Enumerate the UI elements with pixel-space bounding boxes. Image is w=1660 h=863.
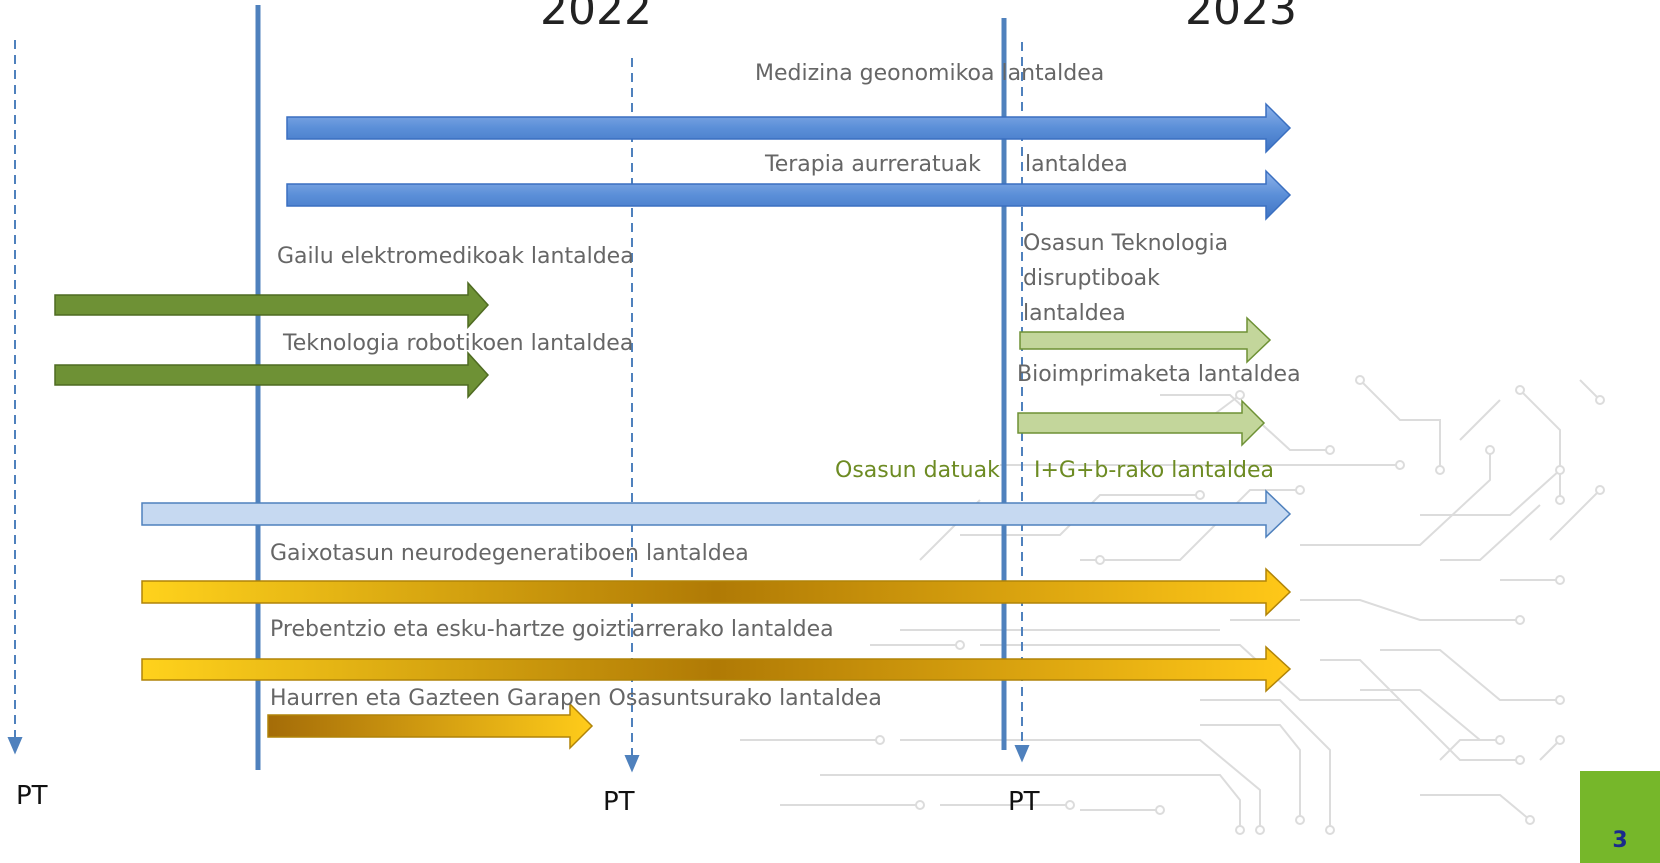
arrows (54, 102, 1292, 750)
medizina-arrow (286, 102, 1292, 154)
year-2022-label: 2022 (540, 0, 652, 35)
pt-label-3: PT (1008, 787, 1040, 817)
circuit-nodes (875, 375, 1605, 835)
gailu-arrow (54, 281, 490, 329)
prebentzio-arrow (141, 645, 1292, 693)
prebentzio-label: Prebentzio eta esku-hartze goiztiarrerak… (270, 617, 834, 642)
terapia-label-a: Terapia aurreratuak (765, 152, 981, 177)
neurodegeneratibo-label: Gaixotasun neurodegeneratiboen lantaldea (270, 541, 749, 566)
bioimprimaketa-label: Bioimprimaketa lantaldea (1017, 362, 1301, 387)
osasun-teknologia-label: Osasun Teknologia disruptiboak lantaldea (1023, 231, 1229, 326)
gailu-label: Gailu elektromedikoak lantaldea (277, 244, 634, 269)
terapia-label-b: lantaldea (1025, 152, 1128, 177)
pt-label-1: PT (16, 781, 48, 811)
haurren-arrow (267, 702, 594, 750)
medizina-label: Medizina geonomikoa lantaldea (755, 61, 1105, 86)
osasun-teknologia-arrow (1019, 316, 1272, 364)
teknologia-robotiko-label: Teknologia robotikoen lantaldea (283, 331, 634, 356)
neurodegeneratibo-arrow (141, 567, 1292, 617)
page-number: 3 (1612, 828, 1628, 853)
osasun-datuak-label-a: Osasun datuak (835, 458, 1000, 483)
year-2023-label: 2023 (1185, 0, 1297, 35)
page-number-box: 3 (1580, 771, 1660, 863)
year-dividers (255, 5, 1007, 770)
pt-lines (7, 40, 1030, 773)
osasun-datuak-arrow (141, 489, 1292, 539)
bioimprimaketa-arrow (1017, 399, 1266, 447)
terapia-arrow (286, 169, 1292, 221)
osasun-datuak-label-b: I+G+b-rako lantaldea (1034, 458, 1274, 483)
pt-label-2: PT (603, 787, 635, 817)
circuit-decoration (740, 379, 1601, 830)
teknologia-robotiko-arrow (54, 351, 490, 399)
haurren-label: Haurren eta Gazteen Garapen Osasuntsurak… (270, 686, 882, 711)
